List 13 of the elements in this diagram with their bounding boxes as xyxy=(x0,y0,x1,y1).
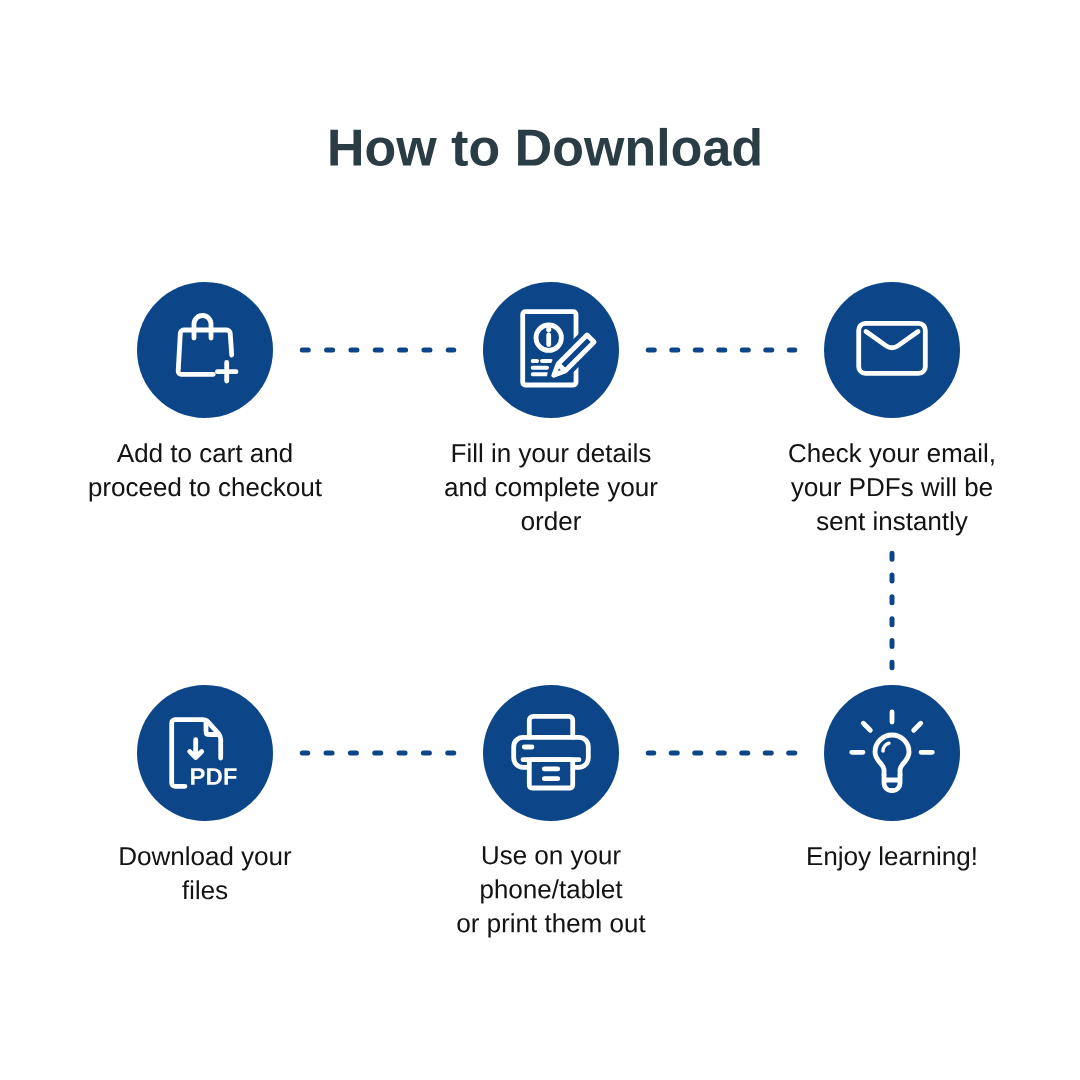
step-caption: Enjoy learning! xyxy=(808,846,976,871)
connector-line xyxy=(299,750,457,756)
connector-line xyxy=(889,550,895,671)
step-caption: Add to cart and proceed to checkout xyxy=(89,443,322,502)
step-caption: Use on your phone/tablet or print them out xyxy=(457,846,646,938)
connector-line xyxy=(645,750,798,756)
file-type-text: PDF xyxy=(191,768,237,785)
step-caption: Download your files xyxy=(120,846,292,900)
step-caption: Check your email, your PDFs will be sent instantly xyxy=(789,443,994,536)
connector-line xyxy=(299,347,457,353)
title: How to Download xyxy=(330,127,760,167)
step-caption: Fill in your details and complete your order xyxy=(445,443,658,531)
connector-line xyxy=(645,347,798,353)
